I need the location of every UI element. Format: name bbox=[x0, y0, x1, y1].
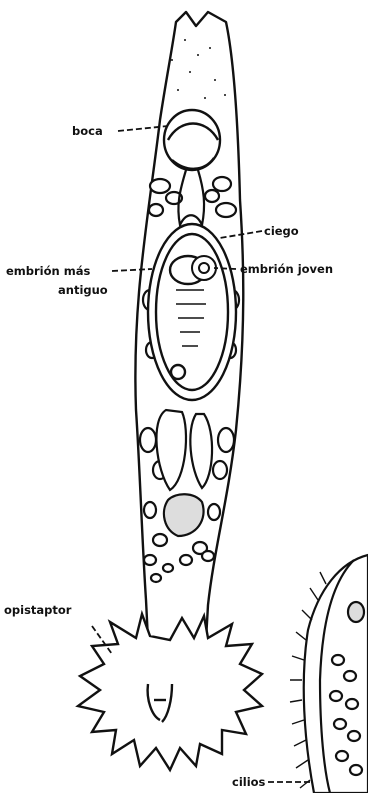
stipple bbox=[171, 39, 226, 99]
young-embryo bbox=[192, 256, 216, 280]
ciliated-larva bbox=[290, 555, 368, 793]
label-cilios: cilios bbox=[232, 775, 265, 789]
opisthaptor-disc bbox=[78, 614, 262, 770]
label-embrion-mas-antiguo-2: antiguo bbox=[58, 283, 108, 297]
label-opistaptor: opistaptor bbox=[4, 603, 71, 617]
label-embrion-mas-antiguo-1: embrión más bbox=[6, 264, 90, 278]
label-ciego: ciego bbox=[264, 224, 299, 238]
label-boca: boca bbox=[72, 124, 103, 138]
posterior-mass bbox=[156, 410, 212, 536]
label-embrion-joven: embrión joven bbox=[240, 262, 333, 276]
old-embryo bbox=[148, 224, 236, 400]
mouth-organ bbox=[164, 110, 220, 170]
